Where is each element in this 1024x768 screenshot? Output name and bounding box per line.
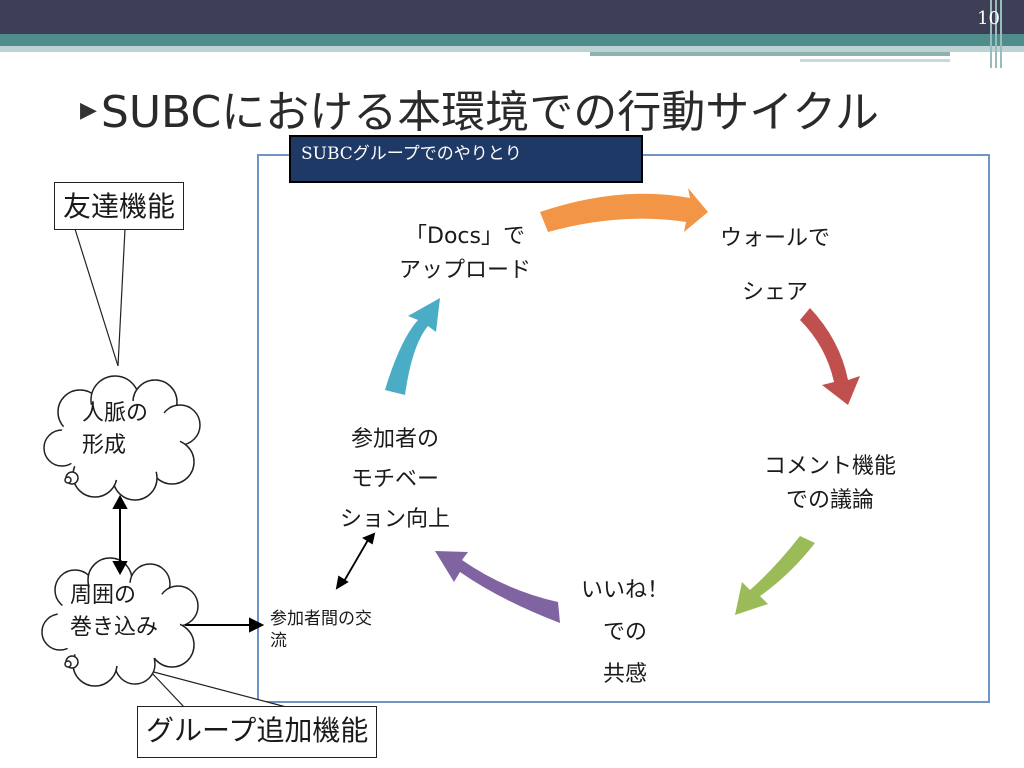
decor-band [0, 34, 1024, 46]
double-arrow [112, 494, 128, 576]
slide-title: ▶SUBCにおける本環境での行動サイクル [80, 76, 879, 140]
bullet-triangle-icon: ▶ [80, 98, 97, 123]
group-feature-box: グループ追加機能 [137, 706, 378, 758]
interaction-text: 参加者間の交 流 [270, 608, 372, 652]
double-arrow [335, 532, 376, 590]
node-line: コメント機能 [763, 454, 896, 479]
node-wall-share: ウォールで シェア [700, 212, 850, 320]
cloud-network-text: 人脈の 形成 [82, 398, 148, 462]
node-line: 参加者の [350, 427, 439, 452]
decor-band [0, 46, 1024, 52]
cloud-line: 周囲の [70, 583, 137, 608]
cloud-shape [43, 375, 201, 501]
callout-pointer [74, 228, 126, 367]
text-line: 参加者間の交 [270, 609, 372, 629]
node-like: いいね！ での 共感 [560, 570, 690, 696]
slide-title-text: SUBCにおける本環境での行動サイクル [100, 87, 879, 138]
node-line: 共感 [602, 662, 647, 687]
cloud-line: 巻き込み [70, 615, 159, 640]
decor-lines [990, 0, 1004, 68]
text-line: 流 [270, 631, 287, 651]
cloud-shape [41, 557, 199, 687]
cloud-line: 形成 [82, 433, 127, 458]
node-line: いいね！ [580, 578, 669, 603]
node-line: ション向上 [339, 507, 450, 532]
node-comment: コメント機能 での議論 [740, 450, 920, 518]
node-line: シェア [741, 280, 808, 305]
node-line: モチベー [350, 467, 439, 492]
frame-label: SUBCグループでのやりとり [289, 135, 643, 183]
node-docs-upload: 「Docs」で アップロード [380, 220, 550, 288]
node-line: ウォールで [719, 226, 830, 251]
decor-line [800, 59, 950, 62]
cycle-arrow-red [800, 308, 860, 405]
cycle-arrow-blue [385, 298, 440, 395]
arrow-to-interaction [185, 617, 265, 633]
decor-line [590, 52, 950, 56]
node-line: アップロード [398, 258, 531, 283]
slide-header-bar [0, 0, 1024, 34]
node-line: での議論 [785, 488, 874, 513]
slide-number: 10 [977, 8, 1000, 29]
friend-feature-box: 友達機能 [54, 182, 185, 230]
cloud-involve-text: 周囲の 巻き込み [70, 580, 158, 644]
node-line: 「Docs」で [405, 224, 525, 249]
cloud-line: 人脈の [82, 401, 149, 426]
cycle-arrow-purple [435, 551, 560, 623]
node-line: での [602, 620, 647, 645]
cycle-arrow-green [735, 536, 815, 615]
node-motivation: 参加者の モチベー ション向上 [320, 420, 470, 540]
callout-pointer [148, 669, 291, 709]
cycle-arrow-orange [540, 188, 708, 232]
